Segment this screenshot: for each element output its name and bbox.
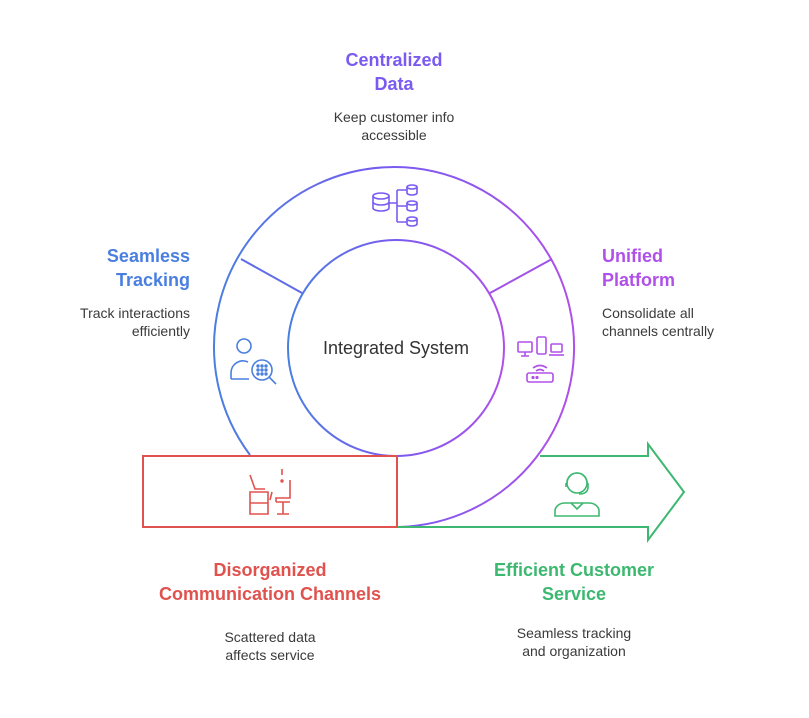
efficient-desc-line1: Seamless tracking (516, 625, 632, 641)
database-icon (372, 184, 418, 227)
disorganized-title-line1: Disorganized (213, 560, 327, 580)
user-search-icon (230, 338, 277, 385)
efficient-title-line2: Service (541, 584, 607, 604)
support-agent-icon (554, 472, 600, 517)
center-label: Integrated System (322, 338, 470, 358)
seamless-title-line2: Tracking (115, 270, 190, 290)
centralized-title-line1: Centralized (345, 50, 443, 70)
efficient-title: Efficient Customer Service (464, 558, 684, 606)
seamless-title-line1: Seamless (106, 246, 190, 266)
centralized-desc: Keep customer info accessible (294, 108, 494, 144)
ring-divider-right (489, 258, 553, 294)
unified-desc: Consolidate all channels centrally (602, 304, 782, 340)
centralized-desc-line1: Keep customer info (333, 109, 455, 125)
disorganized-box (142, 455, 398, 528)
seamless-desc-line1: Track interactions (80, 305, 190, 321)
outer-ring (213, 166, 576, 528)
efficient-title-line1: Efficient Customer (493, 560, 655, 580)
unified-title: Unified Platform (602, 244, 762, 292)
ring-divider-left (240, 258, 303, 294)
centralized-desc-line2: accessible (361, 127, 427, 143)
disorganized-desc: Scattered data affects service (170, 628, 370, 664)
unified-title-line1: Unified (602, 246, 663, 266)
unified-desc-line2: channels centrally (602, 323, 715, 339)
efficient-desc: Seamless tracking and organization (474, 624, 674, 660)
seamless-desc: Track interactions efficiently (30, 304, 190, 340)
disorganized-title-line2: Communication Channels (158, 584, 382, 604)
unified-title-line2: Platform (602, 270, 676, 290)
cluttered-desk-icon (249, 469, 291, 515)
centralized-title: Centralized Data (294, 48, 494, 96)
efficient-desc-line2: and organization (522, 643, 626, 659)
seamless-desc-line2: efficiently (131, 323, 190, 339)
efficient-arrow (398, 441, 686, 543)
devices-icon (517, 336, 564, 383)
centralized-title-line2: Data (374, 74, 414, 94)
disorganized-title: Disorganized Communication Channels (130, 558, 410, 606)
unified-desc-line1: Consolidate all (602, 305, 694, 321)
seamless-title: Seamless Tracking (40, 244, 190, 292)
disorganized-desc-line2: affects service (225, 647, 315, 663)
disorganized-desc-line1: Scattered data (224, 629, 316, 645)
